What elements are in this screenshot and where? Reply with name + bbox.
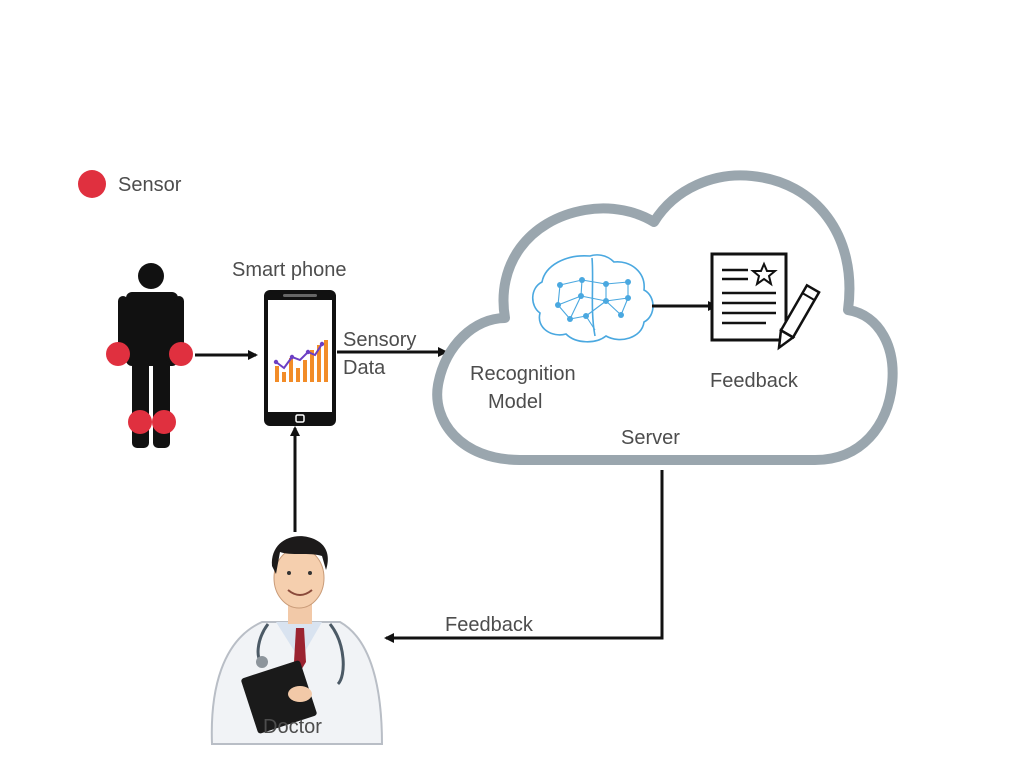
doctor-icon bbox=[210, 536, 384, 745]
sensor-dot bbox=[106, 342, 130, 366]
feedback-return-label: Feedback bbox=[445, 614, 534, 636]
doctor-label: Doctor bbox=[263, 716, 322, 738]
sensor-legend-label: Sensor bbox=[118, 174, 182, 196]
sensor-dot bbox=[128, 410, 152, 434]
legend: Sensor bbox=[78, 170, 182, 198]
document-pencil-icon bbox=[710, 252, 821, 351]
person-icon bbox=[106, 263, 193, 448]
sensory-data-label-line1: Sensory bbox=[343, 329, 416, 351]
smart-phone-label: Smart phone bbox=[232, 259, 347, 281]
recognition-model-label-line1: Recognition bbox=[470, 363, 576, 385]
sensor-legend-dot bbox=[78, 170, 106, 198]
server-label: Server bbox=[621, 427, 680, 449]
sensor-dot bbox=[169, 342, 193, 366]
arrow-server-to-doctor bbox=[384, 470, 664, 643]
feedback-cloud-label: Feedback bbox=[710, 370, 799, 392]
smartphone-icon bbox=[264, 290, 336, 426]
sensor-dot bbox=[152, 410, 176, 434]
brain-network-icon bbox=[531, 254, 654, 343]
recognition-model-label-line2: Model bbox=[488, 391, 542, 413]
chart-icon bbox=[273, 340, 328, 382]
sensory-data-label-line2: Data bbox=[343, 357, 386, 379]
cloud-icon bbox=[432, 170, 898, 465]
